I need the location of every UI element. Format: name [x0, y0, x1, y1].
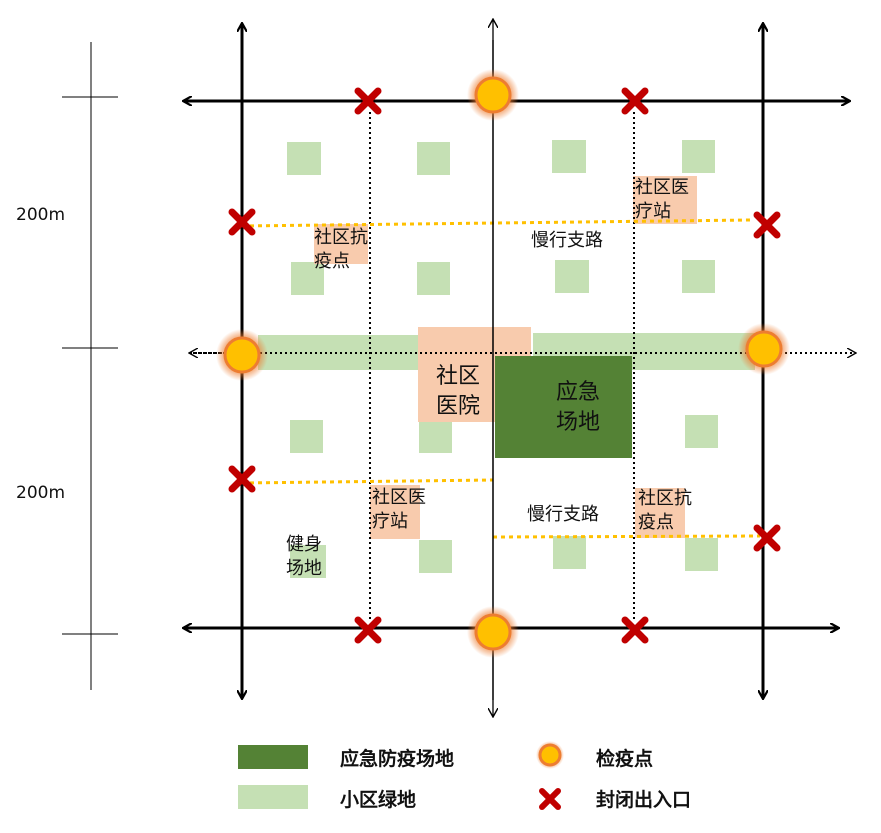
sealed-entrance-icon: [228, 208, 256, 236]
checkpoints: [216, 69, 790, 658]
green-plot: [417, 262, 450, 295]
green-plot-fitness: [290, 545, 326, 578]
legend-swatch-green: [238, 785, 308, 809]
emergency-site-block: [495, 356, 632, 458]
scale-bar: [62, 42, 118, 690]
checkpoint-icon: [467, 606, 519, 658]
fitness-area-label: 健身 场地: [286, 534, 322, 579]
legend-sealed-label: 封闭出入口: [596, 789, 692, 811]
facility-tags: [314, 176, 697, 539]
legend-sealed-icon: [539, 788, 561, 810]
sealed-entrance-icon: [621, 616, 649, 644]
slow-road-bottom-label: 慢行支路: [527, 504, 599, 525]
green-plot: [555, 260, 589, 293]
scale-label-bottom: 200m: [16, 483, 66, 503]
slow-road-top-label: 慢行支路: [531, 230, 603, 251]
sealed-entrance-icon: [354, 616, 382, 644]
sealed-entrance-icon: [753, 524, 781, 552]
legend-checkpoint-label: 检疫点: [596, 748, 654, 770]
green-plot: [685, 415, 718, 448]
green-plot: [685, 538, 718, 571]
checkpoint-icon: [216, 329, 268, 381]
green-plot: [682, 260, 715, 293]
hospital-label: 社区 医院: [435, 364, 480, 419]
green-plot: [290, 420, 323, 453]
tag-bg: [370, 485, 420, 539]
tag-bg: [633, 176, 697, 224]
legend-swatches: [238, 741, 564, 810]
clinic-top-right-label: 社区医 疗站: [635, 177, 689, 222]
legend-emergency-label: 应急防疫场地: [340, 748, 455, 770]
green-plot: [419, 540, 452, 573]
sealed-entrances: [228, 87, 781, 644]
green-plot: [417, 142, 450, 175]
checkpoint-icon: [467, 69, 519, 121]
antiepidemic-top-left-label: 社区抗 疫点: [314, 227, 368, 272]
green-plot: [552, 140, 586, 173]
slow-roads: [241, 218, 761, 539]
green-plot: [291, 262, 324, 295]
tag-bg: [314, 224, 368, 264]
antiepidemic-bottom-right-label: 社区抗 疫点: [638, 488, 692, 533]
green-plot: [553, 536, 586, 569]
green-plot: [419, 420, 452, 453]
sealed-entrance-icon: [228, 465, 256, 493]
green-plot: [682, 140, 715, 173]
sealed-entrance-icon: [753, 211, 781, 239]
clinic-bottom-left-label: 社区医 疗站: [372, 487, 426, 532]
legend-green-label: 小区绿地: [340, 789, 417, 811]
sealed-entrance-icon: [354, 87, 382, 115]
checkpoint-icon: [738, 323, 790, 375]
tag-bg: [635, 488, 685, 538]
legend-checkpoint-icon: [536, 741, 564, 769]
sealed-entrance-icon: [621, 87, 649, 115]
green-plot: [287, 142, 321, 175]
scale-label-top: 200m: [16, 205, 66, 225]
emergency-site-label: 应急 场地: [555, 380, 600, 435]
legend-swatch-emergency: [238, 745, 308, 769]
